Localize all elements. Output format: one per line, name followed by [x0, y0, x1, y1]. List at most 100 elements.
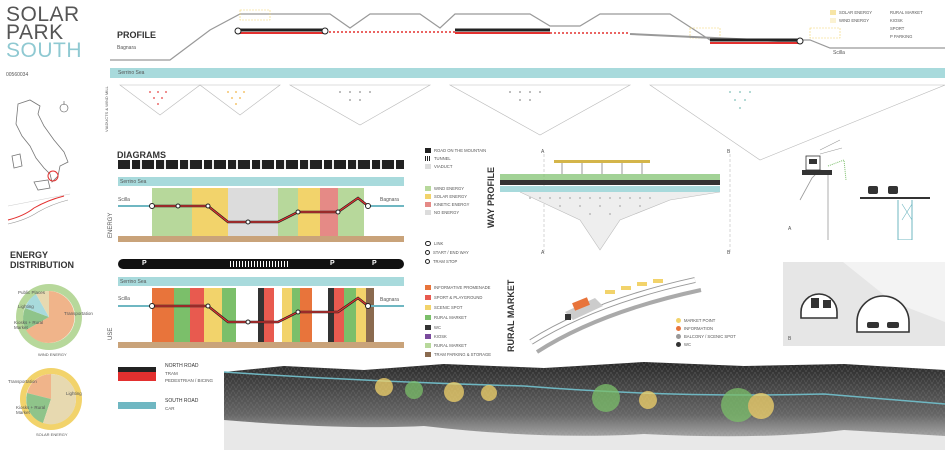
energy-sea-band	[118, 177, 404, 186]
no-energy-swatch	[425, 210, 431, 215]
road-swatch	[425, 148, 431, 153]
profile-legend-sport-text: SPORT	[890, 26, 905, 31]
way-profile-b-top: B	[727, 149, 731, 155]
aerial-photo	[224, 360, 945, 450]
diagram-legend-tunnel-text: TUNNEL	[434, 156, 451, 161]
north-road-swatch	[118, 367, 156, 381]
link-legend-start-text: START / END WAY	[433, 250, 469, 255]
way-profile-a-top: A	[541, 149, 545, 155]
use-sea-band	[118, 277, 404, 286]
road-strip	[118, 160, 404, 169]
use-ground-band	[118, 342, 404, 348]
kinetic-energy-swatch	[425, 202, 431, 207]
use-diagram	[118, 288, 404, 342]
section-a-label: A	[788, 226, 792, 232]
solar-energy-swatch	[425, 194, 431, 199]
wind-label-public: Public Places	[18, 290, 46, 295]
energy-legend-wind: WIND ENERGY	[425, 186, 464, 191]
diagram-legend-tunnel: TUNNEL	[425, 156, 451, 161]
wind-energy-swatch	[425, 186, 431, 191]
use-swatch-0	[425, 285, 431, 290]
rural-legend-3-text: WC	[684, 342, 691, 347]
way-profile-section	[500, 154, 731, 254]
title-line-2: PARK	[6, 21, 64, 44]
use-legend-6-text: RURAL MARKET	[434, 343, 467, 348]
use-legend-5: KIOSK	[425, 334, 447, 339]
energy-legend-wind-text: WIND ENERGY	[434, 186, 465, 191]
wind-swatch	[830, 18, 836, 23]
rural-legend-0: MARKET POINT	[676, 318, 715, 323]
link-legend-link-text: LINK	[434, 241, 444, 246]
use-legend-1-text: SPORT & PLAYGROUND	[434, 295, 483, 300]
diagrams-heading: DIAGRAMS	[117, 150, 166, 160]
wind-caption: WIND ENERGY	[38, 352, 67, 357]
tram-stop-swatch	[425, 259, 430, 264]
way-profile-a-bottom: A	[541, 250, 545, 256]
energy-legend-solar-text: SOLAR ENERGY	[434, 194, 468, 199]
section-b-label: B	[788, 336, 792, 342]
link-legend-link: LINK	[425, 241, 443, 246]
profile-heading: PROFILE	[117, 30, 157, 40]
project-title: SOLAR PARK SOUTH	[6, 4, 82, 62]
wind-label-transport: Transportation	[64, 311, 93, 316]
energy-sea-label: Serrino Sea	[120, 179, 147, 185]
use-legend-2-text: SCENIC SPOT	[434, 305, 463, 310]
link-legend-stop: TRAM STOP	[425, 259, 457, 264]
rural-legend-1: INFORMATION	[676, 326, 713, 331]
use-legend-7-text: TRAM PARKING & STORAGE	[434, 352, 492, 357]
solar-label-kiosks: Kiosks + Rural Market	[16, 405, 46, 415]
profile-place-right: Scilla	[833, 50, 845, 56]
profile-legend-wind-text: WIND ENERGY	[839, 18, 870, 23]
energy-ground-band	[118, 236, 404, 242]
energy-heading-line-2: DISTRIBUTION	[10, 260, 74, 270]
profile-legend-kiosk: KIOSK	[890, 18, 903, 23]
italy-map	[7, 99, 71, 225]
use-swatch-2	[425, 305, 431, 310]
wind-label-lighting: Lighting	[18, 304, 34, 309]
use-legend-1: SPORT & PLAYGROUND	[425, 295, 482, 300]
wind-label-kiosks: Kiosks + Rural Market	[14, 320, 44, 330]
profile-legend-solar-text: SOLAR ENERGY	[839, 10, 873, 15]
use-swatch-4	[425, 325, 431, 330]
rural-legend-0-text: MARKET POINT	[684, 318, 716, 323]
energy-legend-kinetic: KINETIC ENERGY	[425, 202, 469, 207]
energy-left-place: Scilla	[118, 197, 130, 203]
north-road-tram: TRAM	[165, 371, 178, 376]
diagram-legend-road: ROAD ON THE MOUNTAIN	[425, 148, 486, 153]
solar-swatch	[830, 10, 836, 15]
profile-legend-solar: SOLAR ENERGY	[830, 10, 872, 15]
use-legend-0: INFORMATIVE PROMENADE	[425, 285, 490, 290]
diagram-legend-road-text: ROAD ON THE MOUNTAIN	[434, 148, 487, 153]
use-legend-6: RURAL MARKET	[425, 343, 467, 348]
energy-legend-solar: SOLAR ENERGY	[425, 194, 467, 199]
use-side-label: USE	[108, 327, 114, 340]
parking-p-mid: P	[330, 260, 335, 267]
parking-p-right: P	[372, 260, 377, 267]
tunnel-swatch	[425, 156, 431, 161]
profile-legend-kiosk-text: KIOSK	[890, 18, 903, 23]
rural-market-plan	[529, 277, 702, 354]
energy-diagram	[118, 188, 404, 236]
rural-legend-2-text: BALCONY / SCENIC SPOT	[684, 334, 736, 339]
energy-legend-none: NO ENERGY	[425, 210, 459, 215]
link-legend-stop-text: TRAM STOP	[433, 259, 458, 264]
cross-section	[799, 139, 930, 240]
energy-legend-kinetic-text: KINETIC ENERGY	[434, 202, 470, 207]
use-legend-4: WC	[425, 325, 441, 330]
use-legend-4-text: WC	[434, 325, 441, 330]
profile-legend-parking: P PARKING	[890, 34, 912, 39]
rural-swatch-2	[676, 334, 681, 339]
diagram-legend-viaduct-text: VIADUCT	[434, 164, 453, 169]
way-profile-heading: WAY PROFILE	[486, 166, 496, 228]
title-line-3: SOUTH	[6, 39, 82, 62]
profile-legend-rural-text: RURAL MARKET	[890, 10, 923, 15]
use-left-place: Scilla	[118, 296, 130, 302]
parking-p-left: P	[142, 260, 147, 267]
use-legend-5-text: KIOSK	[434, 334, 447, 339]
wind-energy-pie	[16, 284, 82, 350]
use-legend-3: RURAL MARKET	[425, 315, 467, 320]
rural-legend-2: BALCONY / SCENIC SPOT	[676, 334, 736, 339]
profile-place-left: Bagnara	[117, 45, 136, 51]
rural-legend-3: WC	[676, 342, 691, 347]
energy-right-place: Bagnara	[380, 197, 399, 203]
